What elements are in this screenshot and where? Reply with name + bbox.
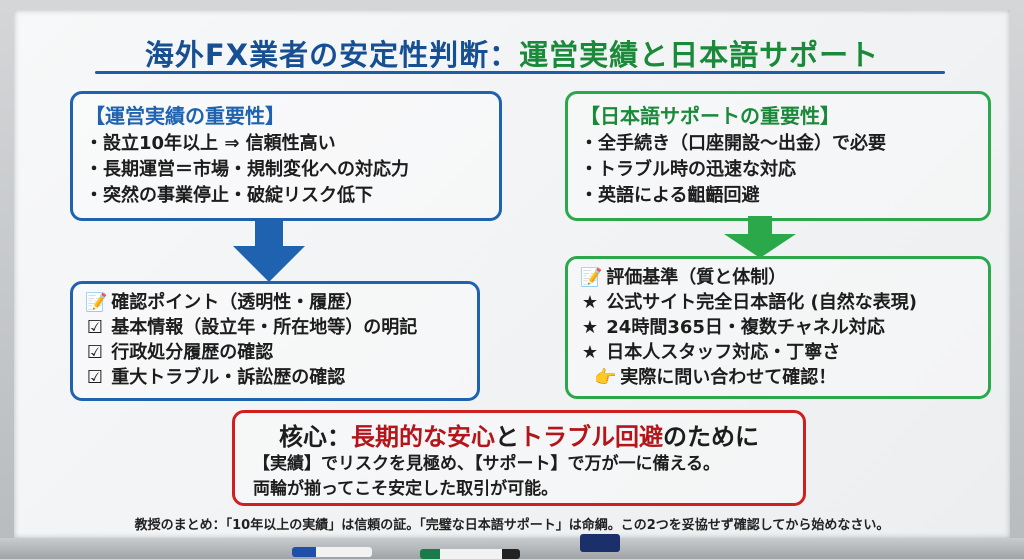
action-text: 実際に問い合わせて確認！: [620, 367, 837, 388]
list-item: ・全手続き（口座開設〜出金）で必要: [580, 133, 886, 154]
core-message-box: 核心：長期的な安心とトラブル回避のために 【実績】でリスクを見極め、【サポート】…: [232, 410, 806, 506]
list-item: ・英語による齟齬回避: [580, 185, 760, 206]
box-heading: 確認ポイント（透明性・履歴）: [111, 292, 364, 313]
green-down-arrow-icon: [724, 216, 796, 258]
whiteboard: [14, 10, 1010, 538]
box-heading: 評価基準（質と体制）: [606, 267, 787, 288]
list-item: ・長期運営＝市場・規制変化への対応力: [85, 159, 409, 180]
eraser[interactable]: [580, 534, 620, 552]
track-record-box: 【運営実績の重要性】 ・設立10年以上 ⇒ 信頼性高い ・長期運営＝市場・規制変…: [70, 91, 502, 221]
memo-icon: 📝: [580, 267, 603, 288]
star-icon: ★: [581, 292, 599, 313]
core-heading: 核心：長期的な安心とトラブル回避のために: [253, 417, 785, 452]
list-item: 基本情報（設立年・所在地等）の明記: [111, 317, 418, 338]
title-part2: 運営実績と日本語サポート: [519, 38, 880, 72]
list-item: 24時間365日・複数チャネル対応: [606, 317, 885, 338]
core-mid: と: [495, 423, 519, 451]
star-icon: ★: [581, 342, 599, 363]
box-heading: 【運営実績の重要性】: [85, 104, 285, 128]
title-underline: [95, 71, 945, 74]
page-title: 海外FX業者の安定性判断：運営実績と日本語サポート: [0, 32, 1024, 74]
box-heading: 【日本語サポートの重要性】: [580, 104, 840, 128]
blue-down-arrow-icon: [233, 220, 305, 282]
core-highlight-1: 長期的な安心: [351, 423, 495, 451]
evaluation-criteria-box: 📝 評価基準（質と体制） ★ 公式サイト完全日本語化 (自然な表現) ★ 24時…: [565, 256, 991, 399]
pointing-hand-icon: 👉: [594, 367, 617, 388]
title-part1: 海外FX業者の安定性判断：: [144, 38, 520, 72]
list-item: ・設立10年以上 ⇒ 信頼性高い: [85, 133, 336, 154]
core-line: 【実績】でリスクを見極め、【サポート】で万が一に備える。: [253, 454, 720, 474]
marker-tray: [0, 538, 1024, 559]
core-suffix: のために: [663, 423, 759, 451]
star-icon: ★: [581, 317, 599, 338]
checkbox-icon: ☑: [86, 367, 104, 388]
memo-icon: 📝: [85, 292, 108, 313]
list-item: ・突然の事業停止・破綻リスク低下: [85, 185, 373, 206]
list-item: 日本人スタッフ対応・丁寧さ: [606, 342, 841, 363]
japanese-support-box: 【日本語サポートの重要性】 ・全手続き（口座開設〜出金）で必要 ・トラブル時の迅…: [565, 91, 991, 221]
check-points-box: 📝 確認ポイント（透明性・履歴） ☑ 基本情報（設立年・所在地等）の明記 ☑ 行…: [70, 281, 480, 401]
checkbox-icon: ☑: [86, 317, 104, 338]
core-line: 両輪が揃ってこそ安定した取引が可能。: [253, 479, 559, 499]
core-prefix: 核心：: [279, 423, 351, 451]
green-marker[interactable]: [420, 549, 520, 559]
list-item: ・トラブル時の迅速な対応: [580, 159, 796, 180]
core-highlight-2: トラブル回避: [519, 423, 663, 451]
professor-summary: 教授のまとめ：「10年以上の実績」は信頼の証。「完璧な日本語サポート」は命綱。こ…: [134, 518, 890, 533]
checkbox-icon: ☑: [86, 342, 104, 363]
list-item: 公式サイト完全日本語化 (自然な表現): [606, 292, 917, 313]
blue-marker[interactable]: [292, 547, 372, 557]
list-item: 行政処分履歴の確認: [111, 342, 274, 363]
list-item: 重大トラブル・訴訟歴の確認: [111, 367, 346, 388]
